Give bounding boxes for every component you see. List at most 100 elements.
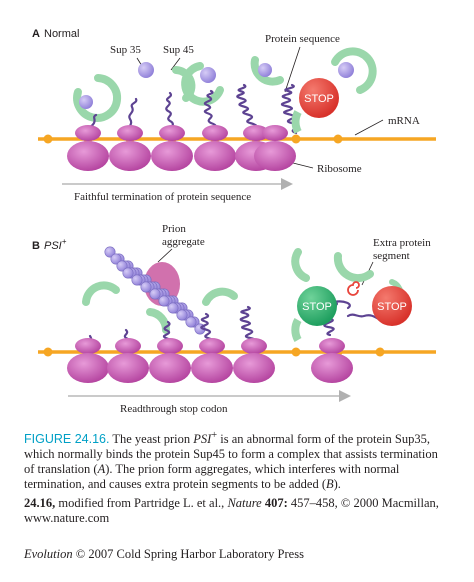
prion-label-line2: aggregate <box>162 236 205 248</box>
caption-text-4: ). <box>333 477 341 492</box>
aggregate-ball <box>167 302 179 314</box>
protein-chain <box>236 83 258 135</box>
figure-number: FIGURE 24.16. <box>24 432 110 447</box>
ribosome <box>107 338 149 383</box>
stop-complex-b-red: STOP <box>372 286 412 326</box>
stop-complex-b-green: STOP <box>291 286 337 342</box>
ribosomes-a <box>67 125 296 171</box>
ribosome <box>191 338 233 383</box>
mrna-label: mRNA <box>388 115 420 127</box>
sup45-label: Sup 45 <box>163 44 194 56</box>
sup35-arc <box>202 287 238 306</box>
copyright-line: Evolution © 2007 Cold Spring Harbor Labo… <box>24 547 450 562</box>
sup45-ball <box>79 95 93 109</box>
panel-b-arrow-text: Readthrough stop codon <box>120 403 228 415</box>
copyright-text: © 2007 Cold Spring Harbor Laboratory Pre… <box>72 547 304 561</box>
aggregate-ball <box>110 253 122 265</box>
protein-chain <box>203 89 217 135</box>
ribosome <box>194 125 236 171</box>
panel-a-title: Normal <box>44 28 79 40</box>
sup35-arc <box>181 62 224 106</box>
aggregate-ball <box>116 260 128 272</box>
caption-text-3: ). The prion form aggregates, which inte… <box>24 462 400 492</box>
codon <box>375 347 385 357</box>
protein-chain <box>165 91 174 135</box>
codon <box>291 347 301 357</box>
ribosome <box>233 338 275 383</box>
aggregate-ball <box>158 295 170 307</box>
caption-psi-sup: + <box>211 430 218 441</box>
protein-sequence-label: Protein sequence <box>265 33 340 45</box>
stop-complex-a: STOP <box>291 78 339 134</box>
credit-volume: 407: <box>261 496 288 510</box>
panel-b-title: PSI+ <box>44 237 67 252</box>
panel-b-title-sup: + <box>62 237 67 246</box>
aggregate-ball <box>104 246 116 258</box>
panel-a-arrow-text: Faithful termination of protein sequence <box>74 191 251 203</box>
extra-segment-spiral <box>347 281 360 296</box>
caption-ref-a: A <box>97 462 106 477</box>
figure-caption: FIGURE 24.16. The yeast prion PSI+ is an… <box>24 428 450 492</box>
sup45-ball <box>138 62 154 78</box>
sup35-bound-arc <box>291 318 302 342</box>
credit-ref: 24.16, <box>24 496 56 510</box>
stop-readthrough-factor <box>297 286 337 326</box>
ribosome <box>311 338 353 383</box>
panel-b: B PSI+ Prion aggregate Extra protein seg… <box>32 223 436 415</box>
ribosome <box>109 125 151 171</box>
panel-b-title-text: PSI <box>44 240 62 252</box>
caption-text-1: The yeast prion <box>109 432 194 447</box>
sup45-pointer <box>170 57 181 71</box>
extra-segment-label-line1: Extra protein <box>373 237 431 249</box>
prion-label-line1: Prion <box>162 223 186 235</box>
stop-label-b-red: STOP <box>377 301 407 313</box>
caption-psi: PSI <box>193 432 212 447</box>
ribosome-label: Ribosome <box>317 163 362 175</box>
ribosome <box>151 125 193 171</box>
aggregate-ball <box>140 281 152 293</box>
codon <box>333 134 343 144</box>
credit-text-2: 457–458, © 2000 Macmillan, www.nature.co… <box>24 496 439 525</box>
sup35-arc <box>250 56 284 86</box>
prion-pointer <box>157 248 173 263</box>
codon <box>43 347 53 357</box>
credit-journal: Nature <box>227 496 262 510</box>
codon <box>43 134 53 144</box>
panel-b-letter: B <box>32 240 40 252</box>
figure-credit: 24.16, modified from Partridge L. et al.… <box>24 496 450 526</box>
aggregate-ball <box>131 274 143 286</box>
mrna-pointer <box>354 119 384 136</box>
sup35-arc <box>333 252 374 283</box>
caption-text-2: is an abnormal form of the protein Sup35… <box>24 432 438 477</box>
sup35-arc <box>73 74 122 122</box>
panel-a: A Normal Sup 35 Sup 45 Protein sequence … <box>32 28 436 203</box>
aggregate-ball <box>176 309 188 321</box>
sup45-ball <box>338 62 354 78</box>
aggregate-ball <box>149 288 161 300</box>
credit-text-1: modified from Partridge L. et al., <box>55 496 228 510</box>
aggregate-ball <box>122 267 134 279</box>
caption-ref-b: B <box>325 477 334 492</box>
aggregate-ball <box>185 316 197 328</box>
stop-label-b-green: STOP <box>302 301 332 313</box>
protein-sequence-pointer <box>284 46 301 93</box>
ribosome <box>149 338 191 383</box>
copyright-book: Evolution <box>24 547 73 561</box>
sup45-ball <box>200 67 216 83</box>
ribosome <box>67 125 109 171</box>
stop-release-factor <box>372 286 412 326</box>
stop-release-factor <box>299 78 339 118</box>
ribosome <box>67 338 109 383</box>
sup35-arc <box>146 308 171 334</box>
codon <box>291 134 301 144</box>
sup35-arc <box>331 47 377 94</box>
sup35-arc <box>82 281 120 306</box>
ribosomes-b <box>67 338 353 383</box>
ribosome <box>254 125 296 171</box>
extra-segment-label-line2: segment <box>373 250 410 262</box>
prion-aggregate <box>104 246 206 335</box>
panel-a-letter: A <box>32 28 40 40</box>
stop-label-a: STOP <box>304 93 334 105</box>
sup45-ball <box>258 63 272 77</box>
translation-figure: A Normal Sup 35 Sup 45 Protein sequence … <box>32 28 436 415</box>
